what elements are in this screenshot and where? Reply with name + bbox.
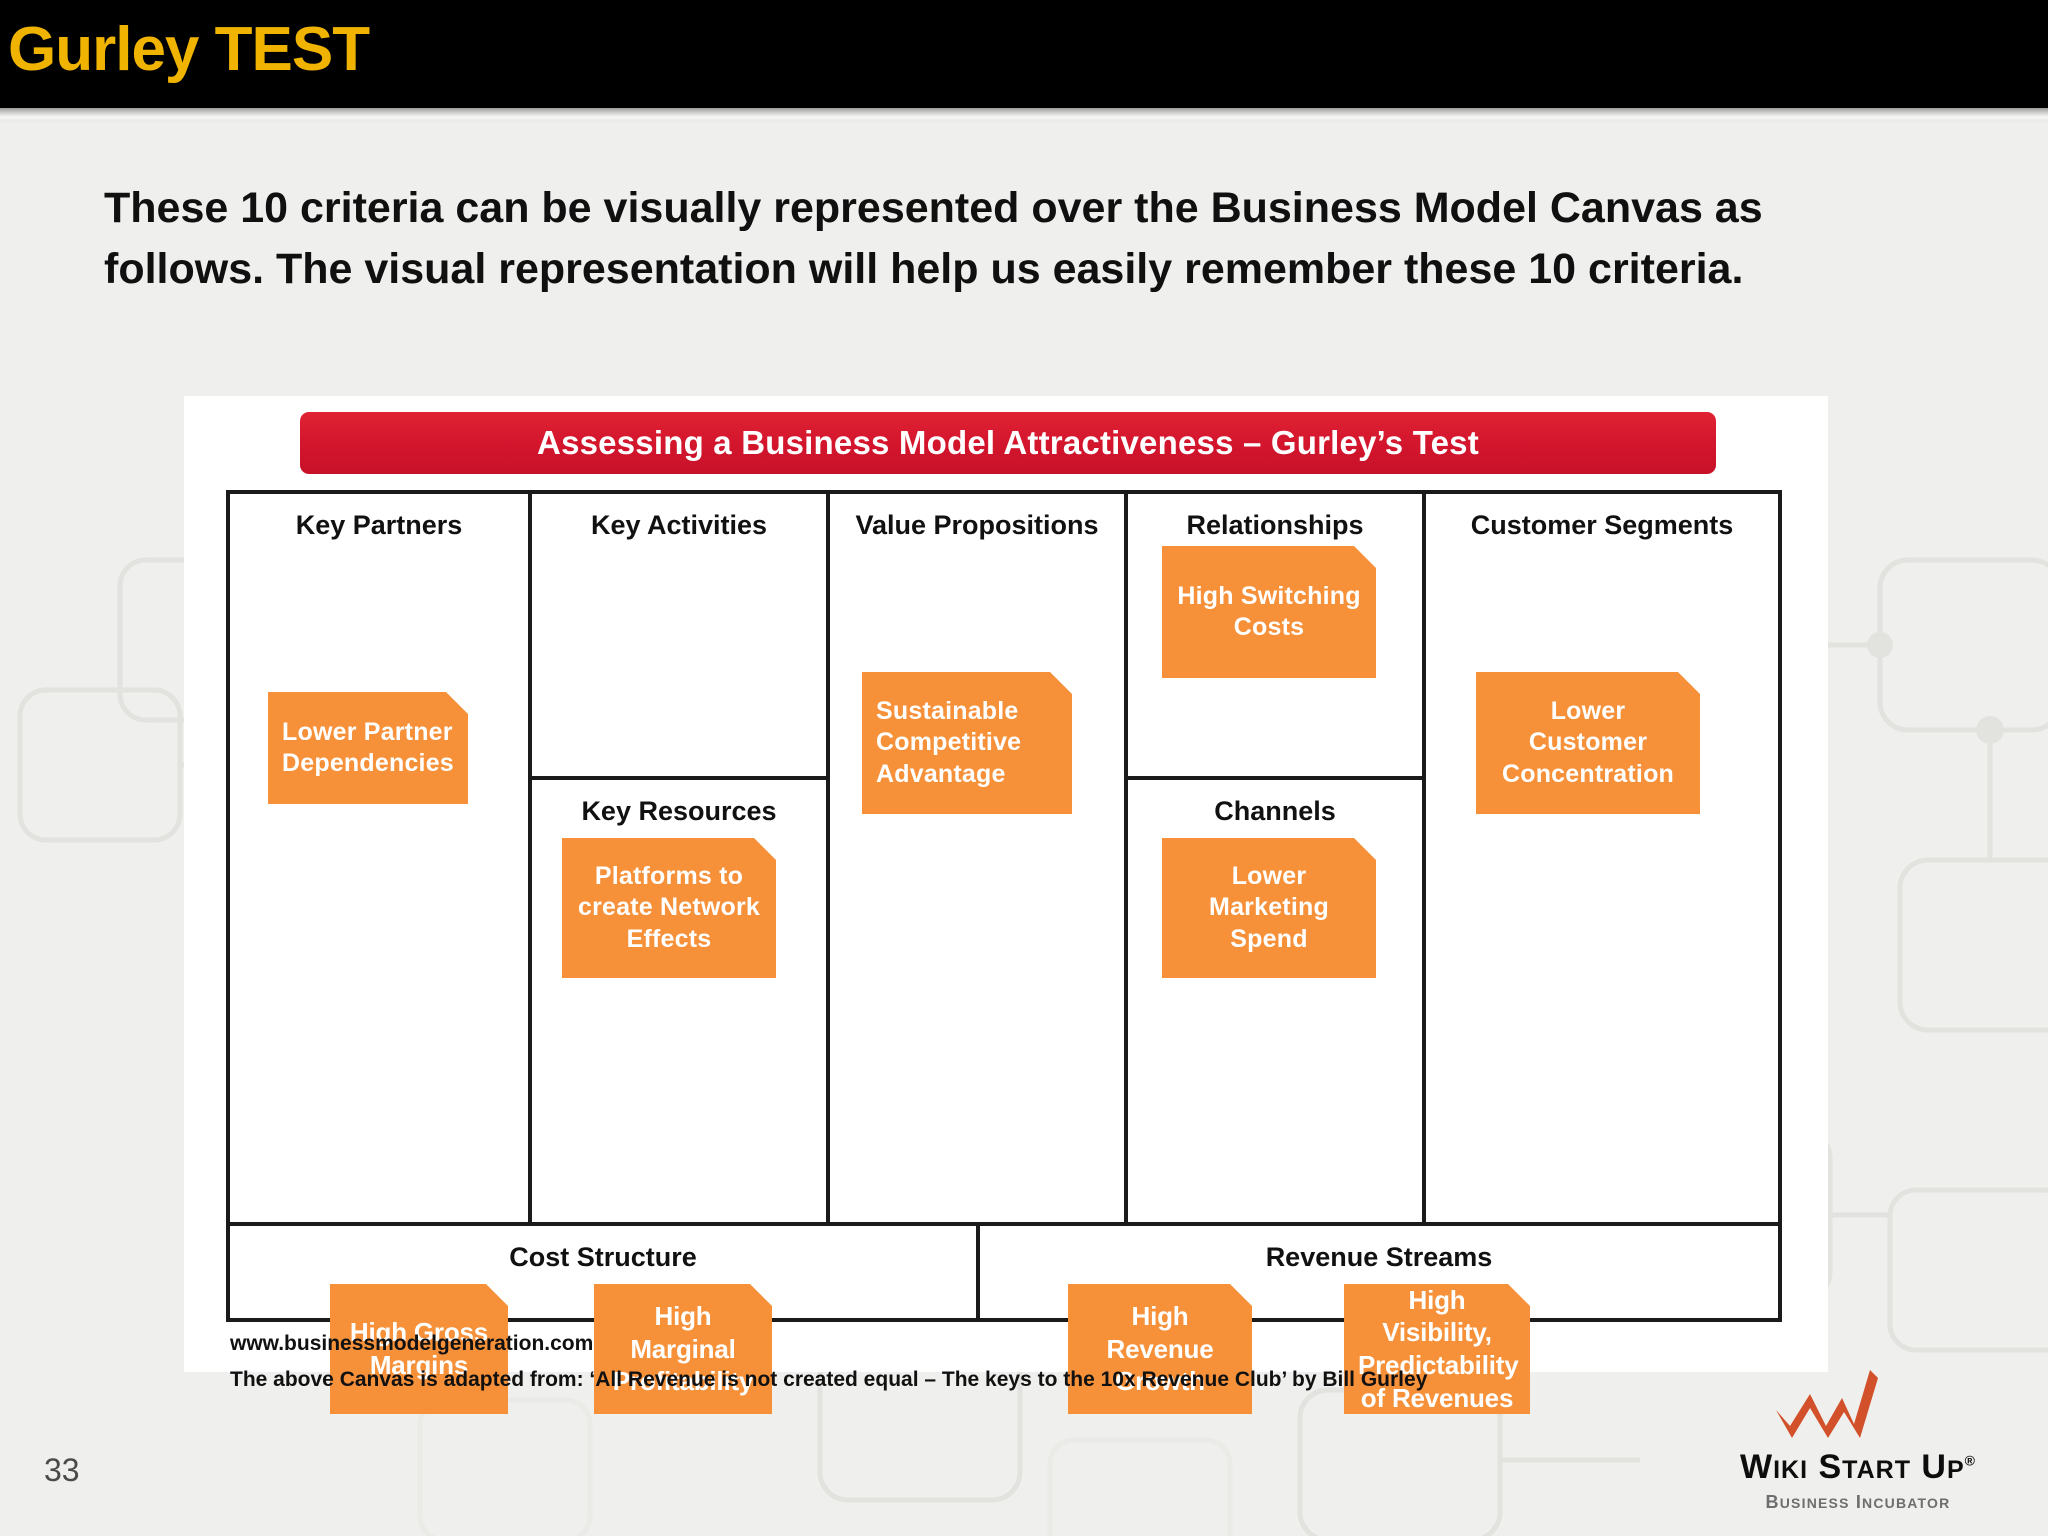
grid-divider-bottom (230, 1222, 1778, 1226)
tagline-b: B (1765, 1492, 1780, 1512)
cell-customer-segments[interactable]: Customer Segments Lower Customer Concent… (1426, 494, 1778, 1222)
tagline-usiness: USINESS (1779, 1495, 1850, 1511)
cell-revenue-streams[interactable]: Revenue Streams High Revenue Growth High… (980, 1226, 1778, 1322)
grid-divider-bottom-v (976, 1222, 980, 1322)
tagline-i: I (1849, 1492, 1863, 1512)
cell-title-key-resources: Key Resources (581, 796, 777, 826)
canvas-footer-url: www.businessmodelgeneration.com (230, 1332, 594, 1355)
note-text: Sustainable Competitive Advantage (876, 696, 1022, 788)
intro-paragraph: These 10 criteria can be visually repres… (104, 178, 1944, 300)
cell-relationships[interactable]: Relationships High Switching Costs (1128, 494, 1422, 776)
logo-wordmark: WIKI START UP® (1688, 1448, 2028, 1487)
canvas-footer-attribution: The above Canvas is adapted from: ‘All R… (230, 1368, 1428, 1391)
note-high-switching-costs[interactable]: High Switching Costs (1162, 546, 1376, 678)
logo-iki: IKI (1773, 1456, 1809, 1484)
cell-title-revenue-streams: Revenue Streams (1265, 1242, 1493, 1272)
note-lower-customer-concentration[interactable]: Lower Customer Concentration (1476, 672, 1700, 814)
note-platforms-network-effects[interactable]: Platforms to create Network Effects (562, 838, 776, 978)
note-lower-partner-dependencies[interactable]: Lower Partner Dependencies (268, 692, 468, 804)
note-text: High Gross Margins (349, 1317, 489, 1380)
grid-divider-v1 (528, 494, 532, 1222)
cell-cost-structure[interactable]: Cost Structure High Gross Margins High M… (230, 1226, 976, 1322)
note-high-gross-margins[interactable]: High Gross Margins (330, 1284, 508, 1414)
cell-key-partners[interactable]: Key Partners Lower Partner Dependencies (230, 494, 528, 1222)
cell-title-customer-segments: Customer Segments (1470, 510, 1734, 540)
grid-divider-v4 (1422, 494, 1426, 1222)
wiki-startup-logo: WIKI START UP® BUSINESS INCUBATOR (1688, 1368, 2028, 1528)
canvas-footer: www.businessmodelgeneration.com The abov… (230, 1332, 1790, 1392)
intro-line-1: These 10 criteria can be visually repres… (104, 184, 1763, 232)
canvas-title-banner: Assessing a Business Model Attractivenes… (300, 412, 1716, 474)
logo-u: U (1910, 1448, 1947, 1486)
grid-divider-key-resources (528, 776, 826, 780)
tagline-ncubator: NCUBATOR (1862, 1495, 1951, 1511)
note-text: High Switching Costs (1177, 581, 1361, 641)
cell-title-key-partners: Key Partners (295, 510, 463, 540)
cell-title-value-propositions: Value Propositions (855, 510, 1099, 540)
business-model-canvas-card: Assessing a Business Model Attractivenes… (184, 396, 1828, 1372)
grid-divider-channels (1124, 776, 1422, 780)
cell-channels[interactable]: Channels Lower Marketing Spend (1128, 780, 1422, 1222)
note-high-revenue-growth[interactable]: High Revenue Growth (1068, 1284, 1252, 1414)
note-sustainable-competitive-advantage[interactable]: Sustainable Competitive Advantage (862, 672, 1072, 814)
note-text: Lower Customer Concentration (1501, 696, 1675, 788)
header-divider (0, 108, 2048, 122)
intro-line-2: follows. The visual representation will … (104, 245, 1744, 294)
cell-value-propositions[interactable]: Value Propositions Sustainable Competiti… (830, 494, 1124, 1222)
grid-divider-v2 (826, 494, 830, 1222)
logo-w: W (1740, 1448, 1774, 1486)
note-text: Platforms to create Network Effects (577, 861, 761, 953)
note-text: Lower Marketing Spend (1209, 861, 1329, 953)
logo-p: P (1946, 1456, 1965, 1484)
cell-key-resources[interactable]: Key Resources Platforms to create Networ… (532, 780, 826, 1222)
header-banner: Gurley TEST (0, 0, 2048, 108)
registered-mark: ® (1964, 1452, 1976, 1469)
canvas-grid: Key Partners Lower Partner Dependencies … (226, 490, 1782, 1322)
canvas-title: Assessing a Business Model Attractivenes… (537, 424, 1479, 461)
page-title: Gurley TEST (8, 15, 370, 84)
logo-s: S (1808, 1448, 1843, 1486)
cell-title-cost-structure: Cost Structure (509, 1242, 697, 1272)
cell-title-channels: Channels (1214, 796, 1336, 826)
note-text: Lower Partner Dependencies (282, 717, 454, 777)
note-text: High Revenue Growth (1106, 1300, 1214, 1397)
cell-title-relationships: Relationships (1186, 510, 1364, 540)
page-number: 33 (44, 1452, 80, 1488)
note-lower-marketing-spend[interactable]: Lower Marketing Spend (1162, 838, 1376, 978)
grid-divider-v3 (1124, 494, 1128, 1222)
cell-key-activities[interactable]: Key Activities (532, 494, 826, 776)
logo-tagline: BUSINESS INCUBATOR (1688, 1492, 2028, 1513)
logo-tart: TART (1842, 1456, 1911, 1484)
rising-arrow-w-icon (1776, 1370, 1878, 1438)
cell-title-key-activities: Key Activities (590, 510, 768, 540)
